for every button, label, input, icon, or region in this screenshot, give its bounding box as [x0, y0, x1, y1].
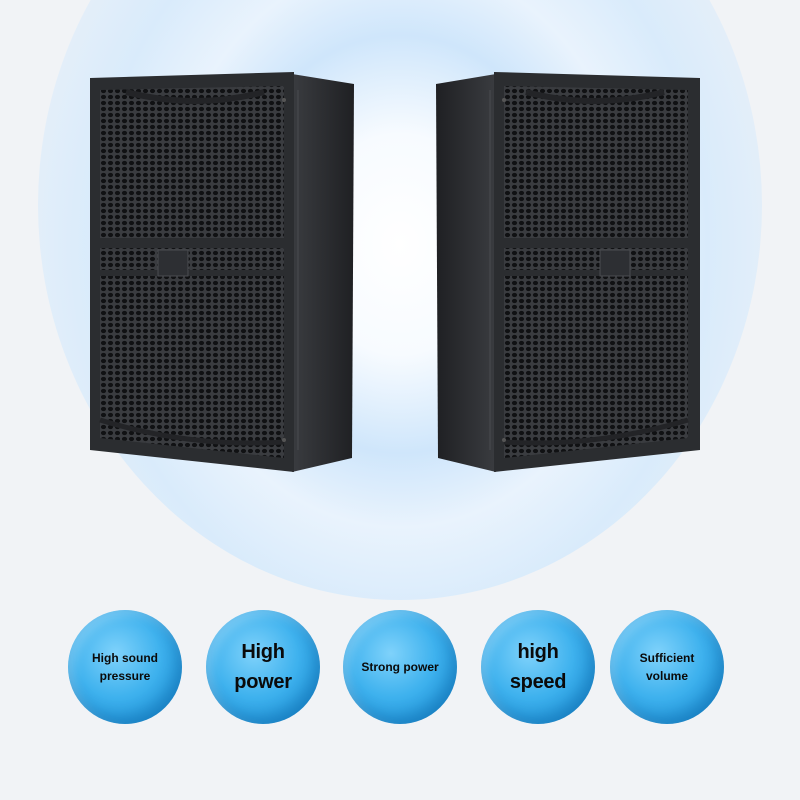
feature-badge-strong-power: Strong power: [343, 610, 457, 724]
feature-badge-high-sound-pressure: High sound pressure: [68, 610, 182, 724]
feature-label: High power: [234, 641, 292, 693]
feature-badge-high-power: High power: [206, 610, 320, 724]
feature-label: Sufficient volume: [639, 651, 695, 683]
feature-label: High sound pressure: [92, 651, 158, 683]
feature-label: Strong power: [361, 660, 439, 674]
speaker-left-icon: [86, 70, 356, 472]
feature-label: high speed: [509, 641, 567, 693]
feature-badges: High sound pressure High power Strong po…: [0, 598, 800, 724]
feature-badge-high-speed: high speed: [481, 610, 595, 724]
speaker-right-icon: [434, 70, 704, 472]
feature-badge-sufficient-volume: Sufficient volume: [610, 610, 724, 724]
